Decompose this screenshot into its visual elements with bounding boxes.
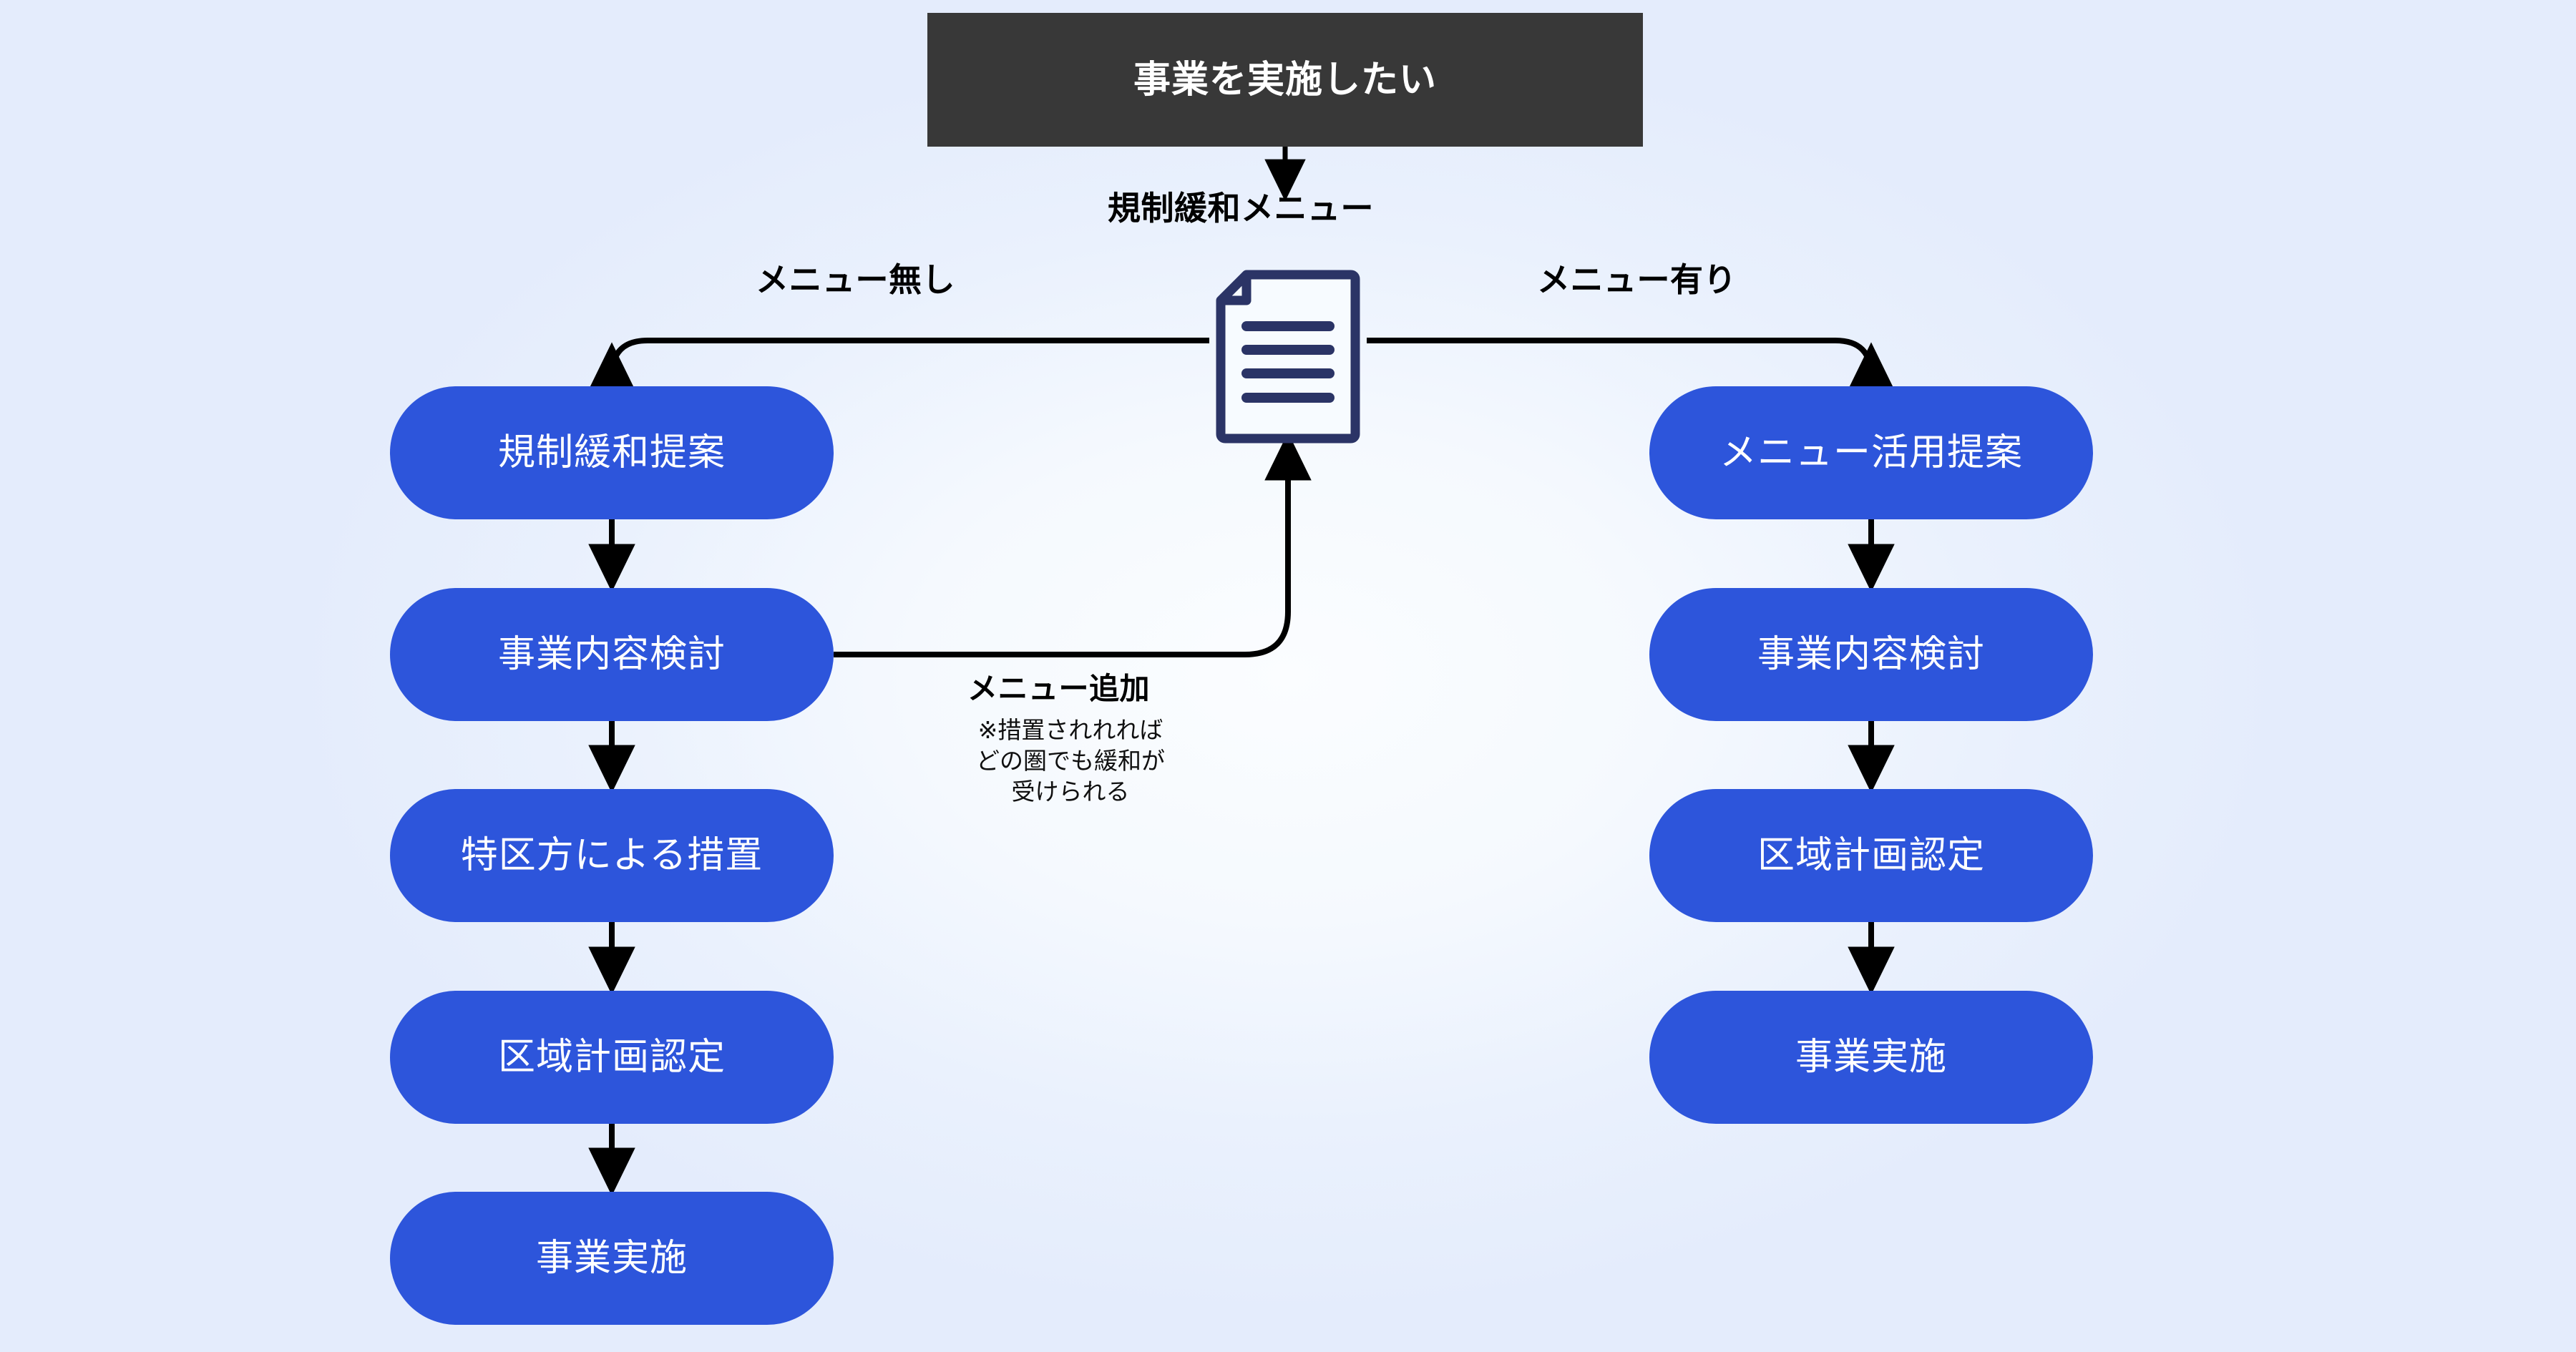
node-left-4-label: 事業実施	[535, 1237, 688, 1280]
document-icon-fold	[1221, 275, 1252, 305]
edge-feedback-to-menu	[834, 432, 1312, 657]
node-left-4[interactable]: 事業実施	[390, 1192, 834, 1325]
node-left-1-label: 事業内容検討	[497, 633, 726, 676]
feedback-note-line-3: 受けられる	[1011, 777, 1130, 805]
node-right-3-label: 事業実施	[1795, 1036, 1947, 1079]
document-icon[interactable]	[1209, 269, 1367, 444]
menu-title-label: 規制緩和メニュー	[1108, 189, 1374, 227]
branch-label-has-menu: メニュー有り	[1537, 260, 1737, 299]
node-right-3[interactable]: 事業実施	[1649, 991, 2093, 1124]
node-right-0[interactable]: メニュー活用提案	[1649, 386, 2093, 519]
branch-label-no-menu: メニュー無し	[756, 260, 955, 299]
node-left-3[interactable]: 区域計画認定	[390, 991, 834, 1124]
node-left-0[interactable]: 規制緩和提案	[390, 386, 834, 519]
feedback-note-line-1: ※措置されれれば	[977, 716, 1163, 744]
node-right-1[interactable]: 事業内容検討	[1649, 588, 2093, 721]
start-node[interactable]: 事業を実施したい	[927, 13, 1643, 147]
feedback-label: メニュー追加	[967, 671, 1151, 706]
node-left-3-label: 区域計画認定	[497, 1036, 726, 1079]
node-left-2-label: 特区方による措置	[460, 834, 763, 877]
node-right-0-label: メニュー活用提案	[1719, 431, 2023, 474]
edge-menu-to-right	[1367, 338, 1895, 391]
node-right-2-label: 区域計画認定	[1757, 834, 1985, 877]
start-node-label: 事業を実施したい	[1133, 58, 1437, 102]
node-left-0-label: 規制緩和提案	[497, 431, 726, 474]
node-right-2[interactable]: 区域計画認定	[1649, 789, 2093, 922]
edge-menu-to-left	[588, 338, 1209, 391]
feedback-note: ※措置されれれば どの圏でも緩和が 受けられる	[927, 715, 1214, 808]
node-left-2[interactable]: 特区方による措置	[390, 789, 834, 922]
feedback-note-line-2: どの圏でも緩和が	[976, 746, 1165, 775]
node-right-1-label: 事業内容検討	[1757, 633, 1985, 676]
document-icon-lines	[1241, 321, 1335, 403]
node-left-1[interactable]: 事業内容検討	[390, 588, 834, 721]
